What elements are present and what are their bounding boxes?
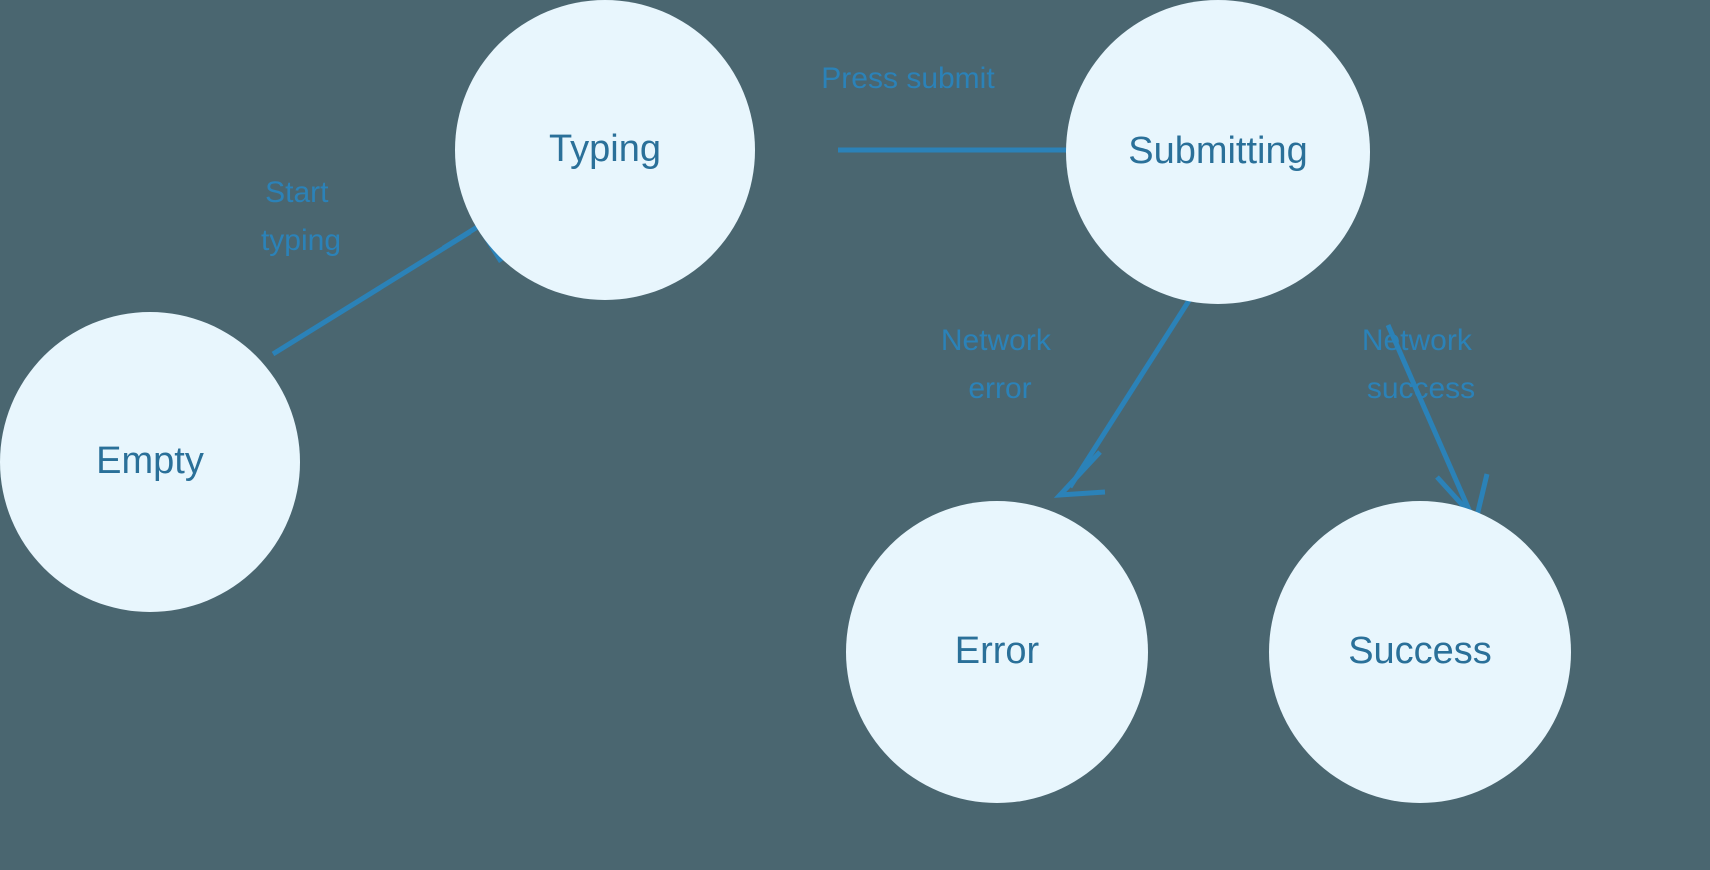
node-success-circle [1269,501,1571,803]
edge-label-line: error [968,372,1031,405]
edge-submitting-to-success-shaft [1385,323,1473,514]
edge-empty-to-typing-shaft [271,229,472,357]
node-submitting[interactable]: Submitting [1066,0,1370,304]
node-submitting-circle [1066,0,1370,304]
edge-submitting-to-error-arrowhead [1053,450,1106,498]
node-empty-label: Empty [96,440,204,482]
edge-label-line: typing [261,224,341,257]
edge-submitting-to-success-label: Network success [1362,324,1480,405]
edge-label-line: Start [265,176,329,209]
node-empty[interactable]: Empty [0,312,300,612]
edge-submitting-to-success[interactable]: Network success [1362,323,1490,526]
edge-label-line: Network [941,324,1052,357]
node-error[interactable]: Error [846,501,1148,803]
edge-submitting-to-error-label: Network error [941,324,1059,405]
node-typing-label: Typing [549,128,661,170]
edge-label-line: Network [1362,324,1473,357]
edge-submitting-to-error-shaft [1067,297,1193,489]
node-error-label: Error [955,630,1040,672]
node-success-label: Success [1348,630,1492,672]
node-error-circle [846,501,1148,803]
node-typing-circle [455,0,755,300]
edge-label-line: success [1367,372,1475,405]
edge-empty-to-typing[interactable]: Start typing [261,176,504,357]
edge-label-line: Press submit [821,62,995,95]
edge-typing-to-submitting-label: Press submit [821,62,995,95]
node-typing[interactable]: Typing [455,0,755,300]
node-empty-circle [0,312,300,612]
edge-empty-to-typing-label: Start typing [261,176,341,257]
edge-submitting-to-error[interactable]: Network error [941,297,1193,498]
node-submitting-label: Submitting [1128,130,1308,172]
node-success[interactable]: Success [1269,501,1571,803]
